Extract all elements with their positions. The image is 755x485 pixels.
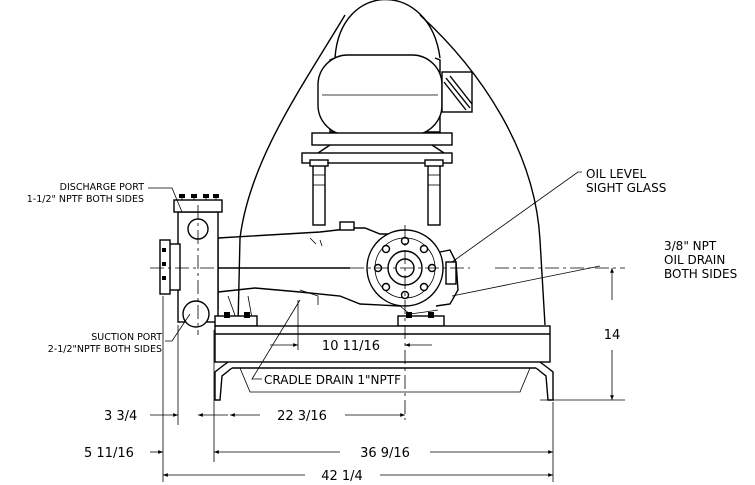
cradle-drain-label: CRADLE DRAIN 1"NPTF — [264, 373, 401, 387]
motor — [301, 0, 473, 164]
discharge-port-label: DISCHARGE PORT — [60, 182, 145, 193]
discharge-port-spec: 1-1/2" NPTF BOTH SIDES — [27, 194, 144, 205]
cradle-base — [214, 325, 554, 401]
fluid-end — [159, 194, 223, 328]
dim-36-9-16: 36 9/16 — [360, 446, 410, 461]
suction-port-spec: 2-1/2"NPTF BOTH SIDES — [48, 344, 162, 355]
dim-14: 14 — [604, 328, 621, 343]
oil-drain-size-label: 3/8" NPT — [664, 239, 717, 253]
dimension-lines — [150, 268, 614, 477]
oil-drain-sides-label: BOTH SIDES — [664, 267, 737, 281]
motor-conduit-box — [441, 71, 473, 113]
oil-level-label: OIL LEVEL — [586, 167, 647, 181]
pump-mount-feet — [214, 312, 445, 327]
motor-support-studs — [309, 159, 444, 226]
sight-glass-label: SIGHT GLASS — [586, 181, 666, 195]
crankshaft-flange — [366, 229, 459, 315]
dim-10-11-16: 10 11/16 — [322, 339, 380, 354]
leader-lines — [148, 171, 601, 380]
belt-guard — [237, 14, 546, 326]
dim-42-1-4: 42 1/4 — [321, 469, 363, 484]
dim-5-11-16: 5 11/16 — [84, 446, 134, 461]
extension-lines — [162, 296, 625, 482]
dim-22-3-16: 22 3/16 — [277, 409, 327, 424]
oil-drain-label: OIL DRAIN — [664, 253, 725, 267]
suction-port-label: SUCTION PORT — [91, 332, 162, 343]
dim-3-3-4: 3 3/4 — [104, 409, 137, 424]
